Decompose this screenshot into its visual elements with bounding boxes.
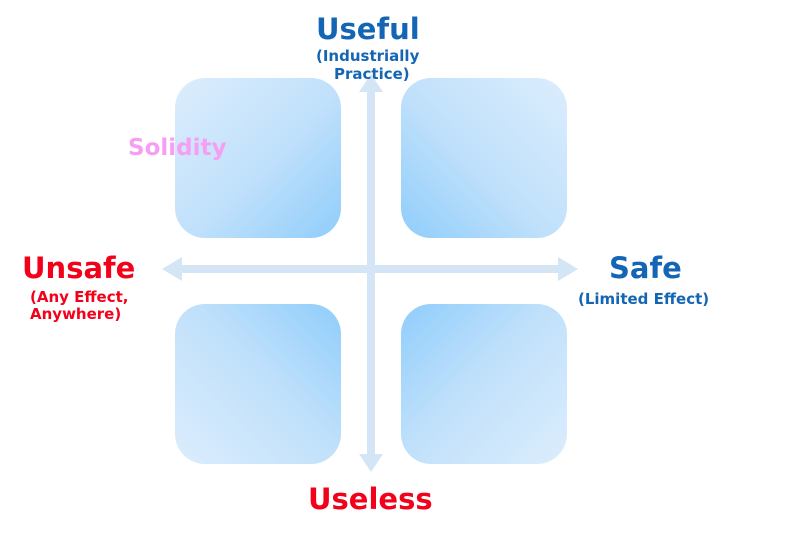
solidity-label: Solidity xyxy=(128,135,227,161)
arrow-right-icon xyxy=(558,257,578,281)
safe-label: Safe xyxy=(609,251,682,285)
unsafe-sublabel-line1: (Any Effect, xyxy=(30,288,129,306)
safe-sublabel: (Limited Effect) xyxy=(578,290,710,308)
useful-sublabel-line1: (Industrially xyxy=(316,47,420,65)
unsafe-sublabel-line2: Anywhere) xyxy=(30,305,122,323)
quadrant-bottom-left xyxy=(175,304,341,464)
arrow-left-icon xyxy=(162,257,182,281)
vertical-axis xyxy=(367,90,375,458)
arrow-up-icon xyxy=(359,74,383,92)
quadrant-top-left xyxy=(175,78,341,238)
unsafe-label: Unsafe xyxy=(22,251,136,285)
arrow-down-icon xyxy=(359,454,383,472)
quadrant-bottom-right xyxy=(401,304,567,464)
useful-sublabel-line2: Practice) xyxy=(334,65,410,83)
quadrant-top-right xyxy=(401,78,567,238)
useful-label: Useful xyxy=(316,12,420,46)
useless-label: Useless xyxy=(308,482,433,516)
